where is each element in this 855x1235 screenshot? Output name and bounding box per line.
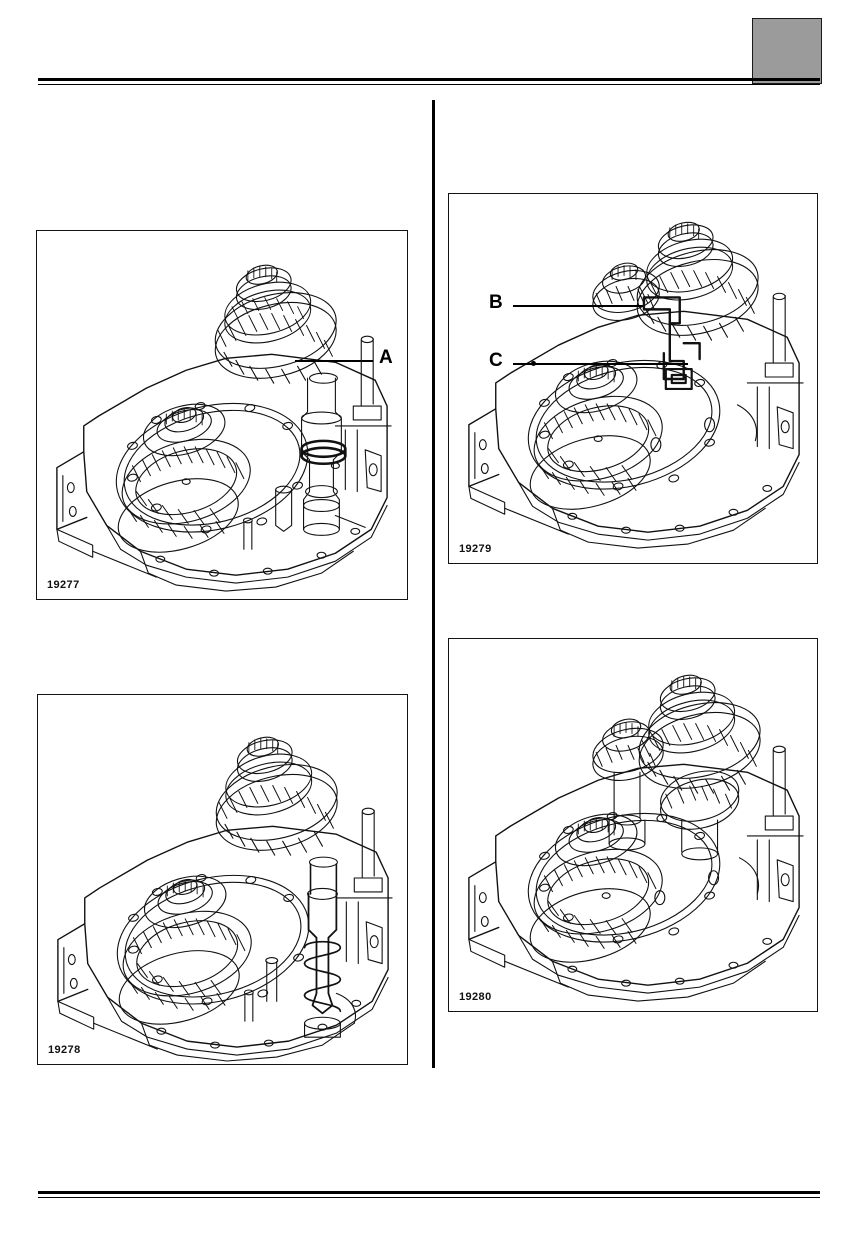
figure-id-label: 19278 (48, 1044, 81, 1056)
figure-panel-19277: 19277 (36, 230, 408, 600)
figure-panel-19280: 19280 (448, 638, 818, 1012)
header-rule (38, 78, 820, 85)
callout-c-leader-line (513, 363, 688, 365)
figure-panel-19279: 19279 (448, 193, 818, 564)
figure-panel-19278: 19278 (37, 694, 408, 1065)
figure-id-label: 19279 (459, 543, 492, 555)
callout-c-leader-dot (531, 361, 536, 366)
figure-id-label: 19277 (47, 579, 80, 591)
footer-rule (38, 1191, 820, 1198)
callout-b-leader-line (513, 305, 643, 307)
figure-id-label: 19280 (459, 991, 492, 1003)
callout-label-a: A (379, 347, 393, 368)
gearbox-illustration-4 (449, 639, 817, 1011)
gearbox-illustration-3 (449, 194, 817, 563)
callout-a-leader-line (295, 360, 373, 362)
callout-label-b: B (489, 292, 503, 313)
gearbox-illustration-1 (37, 231, 407, 599)
column-divider (432, 100, 435, 1068)
callout-label-c: C (489, 350, 503, 371)
gearbox-illustration-2 (38, 695, 407, 1064)
header-section-tab (752, 18, 822, 84)
